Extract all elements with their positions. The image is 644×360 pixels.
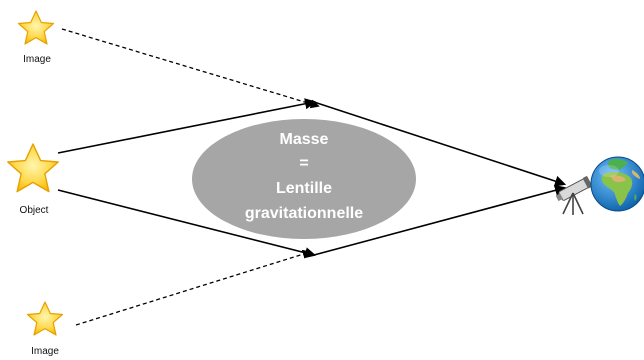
light-ray-upper-2 <box>313 101 567 187</box>
light-ray-lower-1 <box>57 189 317 259</box>
star-icon <box>26 301 64 336</box>
light-ray-lower-2 <box>313 184 567 256</box>
star-icon <box>17 10 55 45</box>
earth-globe-icon <box>590 156 644 212</box>
object-label: Object <box>20 205 49 216</box>
telescope-icon <box>555 176 593 215</box>
light-ray-upper-1 <box>57 98 317 154</box>
image-top-label: Image <box>23 54 51 65</box>
apparent-ray-bottom <box>75 249 312 326</box>
lens-label-line4: gravitationnelle <box>245 205 363 222</box>
lens-label-line2: = <box>299 155 308 172</box>
lens-label-line1: Masse <box>280 131 329 148</box>
image-bottom-label: Image <box>31 346 59 357</box>
mass-lens <box>192 119 416 239</box>
lens-label-line3: Lentille <box>276 180 332 197</box>
star-icon <box>7 143 59 193</box>
apparent-ray-top <box>61 28 320 109</box>
